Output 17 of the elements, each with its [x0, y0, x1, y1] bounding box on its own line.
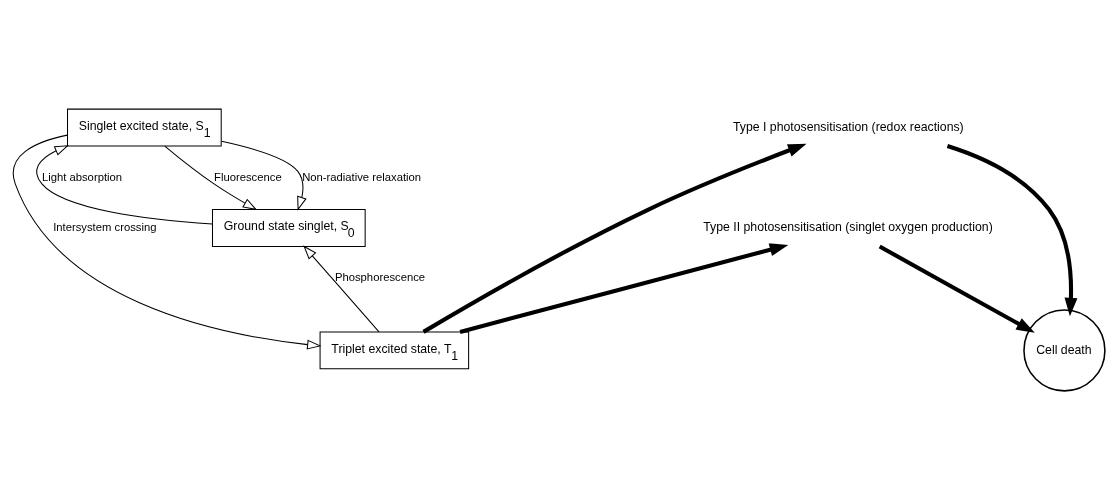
- arrow: [12, 134, 321, 350]
- arrow: [946, 144, 1077, 317]
- node-text: Type II photosensitisation (singlet oxygen production): [702, 220, 993, 235]
- arrow: [459, 243, 788, 334]
- arrow: [421, 143, 806, 334]
- edge-label: Light absorption: [41, 170, 122, 183]
- node-circle: Cell death: [1022, 309, 1106, 392]
- arrow: [35, 145, 213, 225]
- arrow: [878, 244, 1035, 333]
- arrow: [220, 140, 307, 211]
- edge-label: Fluorescence: [213, 170, 282, 183]
- node-text: Type I photosensitisation (redox reactions): [732, 119, 964, 134]
- edge-label: Intersystem crossing: [52, 220, 156, 233]
- arrow: [302, 245, 379, 333]
- edge-label: Non-radiative relaxation: [301, 170, 421, 183]
- edge-label: Phosphorescence: [334, 271, 425, 284]
- arrow: [163, 145, 257, 211]
